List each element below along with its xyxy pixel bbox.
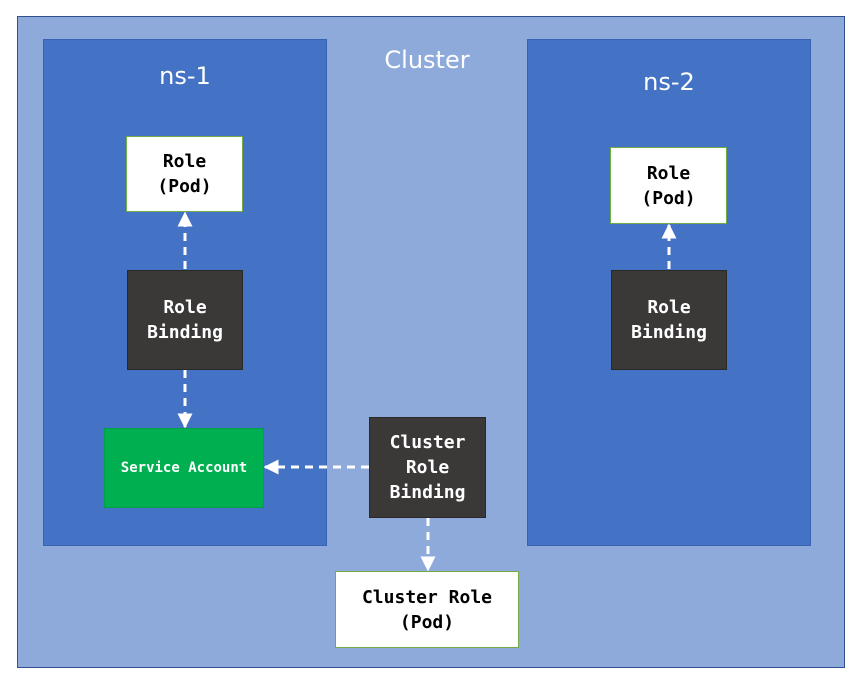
ns1-role-binding-box: Role Binding bbox=[127, 270, 243, 370]
ns2-role-box: Role (Pod) bbox=[610, 147, 727, 224]
ns2-role-binding-box: Role Binding bbox=[611, 270, 727, 370]
cluster-role-binding-box: Cluster Role Binding bbox=[369, 417, 486, 518]
namespace-ns-1-label: ns-1 bbox=[159, 62, 211, 90]
cluster-role-box: Cluster Role (Pod) bbox=[335, 571, 519, 648]
ns1-role-box: Role (Pod) bbox=[126, 136, 243, 212]
cluster-label: Cluster bbox=[384, 46, 470, 74]
namespace-ns-2-label: ns-2 bbox=[643, 68, 695, 96]
service-account-box: Service Account bbox=[104, 428, 264, 508]
